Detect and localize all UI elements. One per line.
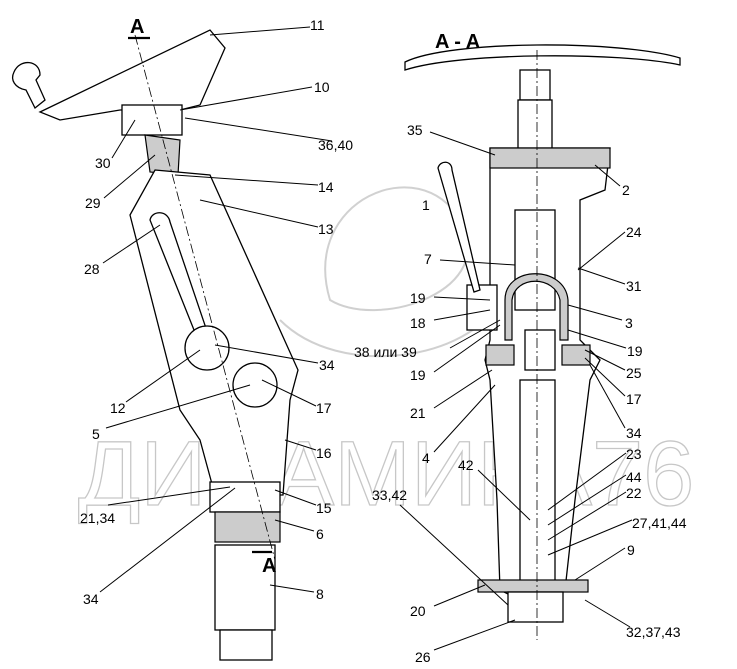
- label-15: 15: [316, 500, 332, 516]
- label-8: 8: [316, 586, 324, 602]
- label-14: 14: [318, 179, 334, 195]
- flange-9: [477, 579, 589, 593]
- label-21-34: 21,34: [80, 510, 115, 526]
- axis-line: [134, 34, 276, 561]
- label-35: 35: [407, 122, 423, 138]
- section-mark-bottom: A: [262, 555, 276, 577]
- label-44: 44: [626, 469, 642, 485]
- shaft-7: [514, 209, 556, 311]
- label-17: 17: [316, 400, 332, 416]
- label-38-or-39: 38 или 39: [354, 344, 417, 360]
- label-12: 12: [110, 400, 126, 416]
- label-34-right: 34: [626, 425, 642, 441]
- watermark-logo: [279, 186, 501, 358]
- label-27-41-44: 27,41,44: [632, 515, 687, 531]
- wheel-hub: [519, 69, 551, 101]
- gear-base: [219, 629, 273, 661]
- wheel-section: [404, 44, 681, 71]
- seal-6: [214, 511, 281, 543]
- bearing-left: [485, 344, 515, 366]
- label-18: 18: [410, 315, 426, 331]
- steering-wheel: [38, 29, 226, 121]
- label-1: 1: [422, 197, 430, 213]
- left-labels: 11 10 36,40 30 14 29 13 28 34 12 17 5 16…: [80, 17, 353, 607]
- bearing-right: [561, 344, 591, 366]
- right-view: A - A: [404, 31, 681, 640]
- label-29: 29: [85, 195, 101, 211]
- knob: [11, 61, 46, 110]
- label-16: 16: [316, 445, 332, 461]
- label-42: 42: [458, 457, 474, 473]
- label-34: 34: [319, 357, 335, 373]
- gear-8: [214, 544, 276, 631]
- label-33-42: 33,42: [372, 487, 407, 503]
- top-cap-2: [489, 147, 611, 169]
- label-24: 24: [626, 224, 642, 240]
- switch-18: [466, 284, 498, 331]
- flange-15: [209, 481, 281, 513]
- plate-17: [232, 362, 278, 408]
- label-31: 31: [626, 278, 642, 294]
- label-19-c: 19: [410, 367, 426, 383]
- label-22: 22: [626, 485, 642, 501]
- label-10: 10: [314, 79, 330, 95]
- label-32-37-43: 32,37,43: [626, 624, 681, 640]
- label-17-right: 17: [626, 391, 642, 407]
- label-3: 3: [625, 315, 633, 331]
- label-20: 20: [410, 603, 426, 619]
- label-19-a: 19: [410, 290, 426, 306]
- bracket-3: [504, 273, 569, 341]
- label-5: 5: [92, 426, 100, 442]
- label-23: 23: [626, 446, 642, 462]
- label-21: 21: [410, 405, 426, 421]
- label-30: 30: [95, 155, 111, 171]
- universal-joint: [524, 329, 556, 371]
- column-tube: [144, 134, 181, 176]
- label-34-bottom: 34: [83, 591, 99, 607]
- lever: [149, 212, 211, 346]
- base-26: [507, 591, 564, 623]
- label-2: 2: [622, 182, 630, 198]
- watermark-text: ДИНАМИКА76: [78, 423, 694, 525]
- leader-lines: [99, 26, 633, 651]
- plate-12: [184, 325, 230, 371]
- label-13: 13: [318, 221, 334, 237]
- section-title: A - A: [435, 31, 480, 53]
- label-28: 28: [84, 261, 100, 277]
- label-19-b: 19: [627, 343, 643, 359]
- label-11: 11: [310, 17, 325, 33]
- lower-shaft: [519, 379, 556, 601]
- label-6: 6: [316, 526, 324, 542]
- label-36-40: 36,40: [318, 137, 353, 153]
- label-4: 4: [422, 450, 430, 466]
- hub: [121, 104, 183, 136]
- label-9: 9: [627, 542, 635, 558]
- section-mark-top: A: [130, 16, 144, 38]
- left-view: A A: [11, 16, 299, 661]
- right-labels: 35 2 1 24 7 31 19 18 3 38 или 39 19 19 2…: [354, 122, 687, 665]
- lever-1: [437, 161, 481, 293]
- label-26: 26: [415, 649, 431, 665]
- label-25: 25: [626, 365, 642, 381]
- label-7: 7: [424, 251, 432, 267]
